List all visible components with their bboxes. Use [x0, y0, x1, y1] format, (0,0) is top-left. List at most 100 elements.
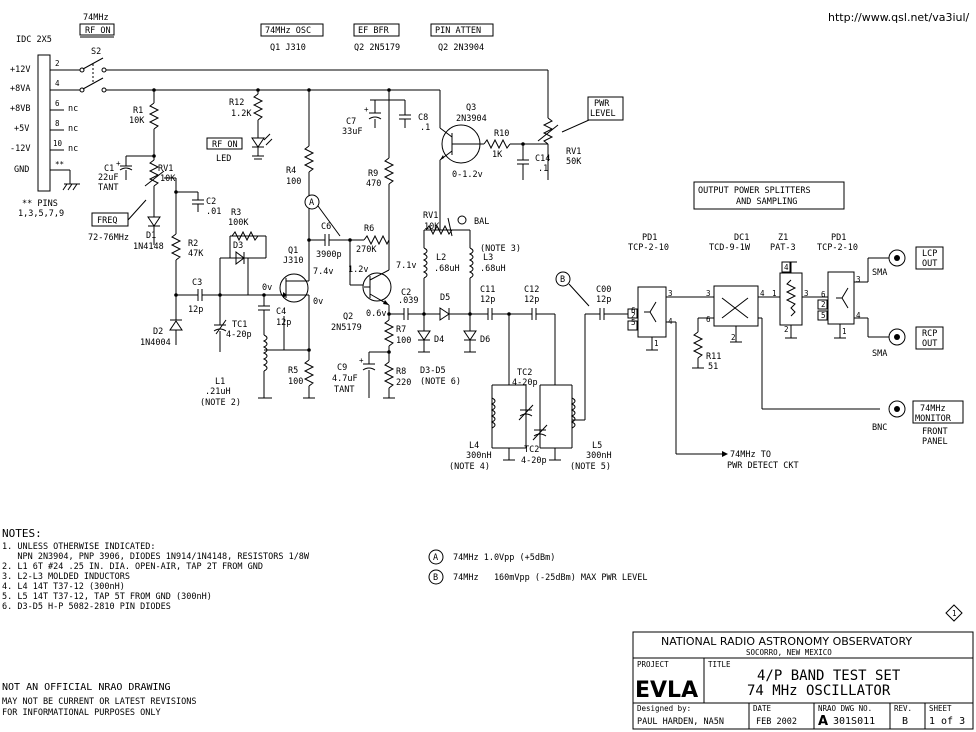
c3-value: 12p [188, 305, 203, 315]
l2-label: L2 [436, 253, 446, 263]
title-block: 1 NATIONAL RADIO ASTRONOMY OBSERVATORY S… [632, 604, 974, 730]
title-block-frame [632, 631, 974, 730]
rev-value: B [902, 716, 908, 727]
pin-label-8va: +8VA [10, 84, 30, 94]
rf-on-box [79, 23, 115, 36]
l4-note: (NOTE 4) [449, 462, 490, 472]
buffer-section: + C7 33uF C8 .1 R9 470 R6 270K 1.2v 7.1v… [331, 90, 430, 399]
pin-nc-10: nc [68, 144, 78, 154]
dwg-label: NRAO DWG NO. [818, 704, 872, 713]
note-a-text: 74MHz 1.0Vpp (+5dBm) [453, 553, 555, 563]
c11-label: C11 [480, 285, 495, 295]
c11-value: 12p [480, 295, 495, 305]
pin-num-gnd: ** [55, 160, 64, 169]
pd1b-part: TCP-2-10 [817, 243, 858, 253]
c00-label: C00 [596, 285, 611, 295]
d1-value: 1N4148 [133, 242, 164, 252]
test-point-b-label: B [560, 275, 565, 285]
pwr-detect-1: 74MHz TO [730, 450, 771, 460]
d2-value: 1N4004 [140, 338, 171, 348]
atten-part: Q2 2N3904 [438, 43, 484, 53]
r8-label: R8 [396, 367, 406, 377]
pd1b-pin-5: 5 [821, 311, 826, 320]
title-label: TITLE [708, 660, 731, 669]
note-1: 1. UNLESS OTHERWISE INDICATED: [2, 542, 156, 552]
rcp-label-2: OUT [922, 339, 937, 349]
splitters-title-1: OUTPUT POWER SPLITTERS [698, 186, 811, 196]
c4-label: C4 [276, 307, 286, 317]
disclaimer-1: NOT AN OFFICIAL NRAO DRAWING [2, 682, 171, 693]
designed-label: Designed by: [637, 704, 691, 713]
dc1-label: DC1 [734, 233, 749, 243]
pin-num-10: 10 [53, 139, 63, 148]
l3-note: (NOTE 3) [480, 244, 521, 254]
tc2b-label: TC2 [524, 445, 539, 455]
c1-type: TANT [98, 183, 118, 193]
pwr-level-label-2: LEVEL [590, 109, 616, 119]
r7-label: R7 [396, 325, 406, 335]
note-1b: NPN 2N3904, PNP 3906, DIODES 1N914/1N414… [2, 552, 310, 562]
z1-pin-1: 1 [772, 289, 777, 298]
pd1b-pin-4: 4 [856, 311, 861, 320]
d1-label: D1 [146, 231, 156, 241]
rev-label: REV. [894, 704, 912, 713]
q2-collector-voltage: 7.1v [396, 261, 416, 271]
l5-note: (NOTE 5) [570, 462, 611, 472]
q1-source-voltage: 0v [313, 297, 323, 307]
source-url: http://www.qsl.net/va3iul/ [828, 11, 970, 24]
r10-value: 1K [492, 150, 503, 160]
lcp-label-1: LCP [922, 249, 937, 259]
pins-note-2: 1,3,5,7,9 [18, 209, 64, 219]
r12-value: 1.2K [231, 109, 252, 119]
c6-label: C6 [321, 222, 331, 232]
atten-title: PIN ATTEN [435, 26, 481, 36]
q2-value: 2N5179 [331, 323, 362, 333]
c9-value: 4.7uF [332, 374, 358, 384]
revision-marker-label: 1 [952, 609, 957, 618]
pin-nc-8: nc [68, 124, 78, 134]
pd1b-pin-1: 1 [842, 327, 847, 336]
c9-plus: + [359, 356, 364, 365]
l1-value: .21uH [205, 387, 231, 397]
c2-value: .01 [206, 207, 221, 217]
pd1b-pin-6: 6 [821, 290, 826, 299]
r3-value: 100K [228, 218, 249, 228]
notes-heading: NOTES: [2, 527, 42, 540]
l1-label: L1 [215, 377, 225, 387]
r3-label: R3 [231, 208, 241, 218]
freq-label: FREQ [97, 216, 117, 226]
rcp-out-box [915, 326, 944, 350]
l1-note: (NOTE 2) [200, 398, 241, 408]
power-rails [79, 57, 549, 118]
z1-pin-3: 3 [804, 289, 809, 298]
pwr-level-label-1: PWR [594, 99, 610, 109]
r7-value: 100 [396, 336, 411, 346]
monitor-label-2: MONITOR [915, 414, 952, 424]
d3-d5-note: (NOTE 6) [420, 377, 461, 387]
dc1-block [713, 285, 759, 327]
l4-label: L4 [469, 441, 479, 451]
note-6: 6. D3-D5 H-P 5082-2810 PIN DIODES [2, 602, 171, 612]
l2-value: .68uH [434, 264, 460, 274]
sheet-value: 1 of 3 [929, 716, 965, 727]
monitor-box [912, 400, 964, 424]
pd1b-pin-2: 2 [821, 300, 826, 309]
note-5: 5. L5 14T T37-12, TAP 5T FROM GND (300nH… [2, 592, 212, 602]
header-labels: 74MHz RF ON 74MHz OSC Q1 J310 EF BFR Q2 … [79, 13, 494, 53]
r6-value: 270K [356, 245, 377, 255]
connector-title: IDC 2X5 [16, 35, 52, 45]
c2b-label: C2 [401, 288, 411, 298]
d2-label: D2 [153, 327, 163, 337]
pwr-detect-2: PWR DETECT CKT [727, 461, 799, 471]
disclaimer-2: MAY NOT BE CURRENT OR LATEST REVISIONS [2, 697, 196, 707]
dwg-number: 301S011 [833, 716, 875, 727]
q1-drain-voltage: 7.4v [313, 267, 333, 277]
q2-label: Q2 [343, 312, 353, 322]
r1-label: R1 [133, 106, 143, 116]
pins-note-1: ** PINS [22, 199, 58, 209]
d6-label: D6 [480, 335, 490, 345]
r9-label: R9 [368, 169, 378, 179]
r4-label: R4 [286, 166, 296, 176]
r10-label: R10 [494, 129, 509, 139]
